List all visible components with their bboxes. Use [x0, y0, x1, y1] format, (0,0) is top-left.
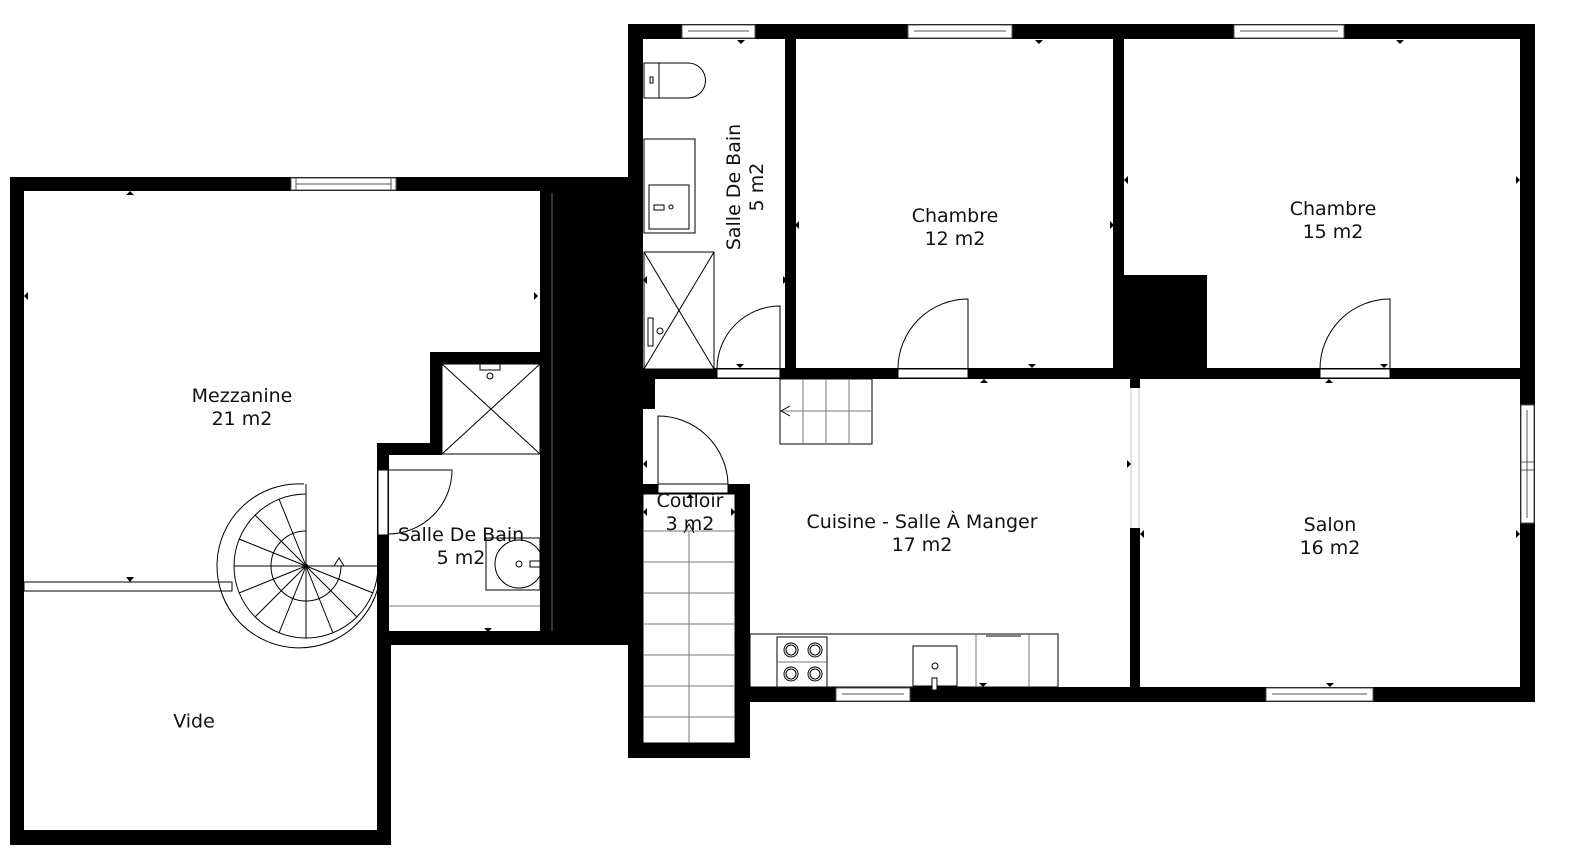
room-label-chambre-2: Chambre 15 m2: [1290, 198, 1377, 244]
room-label-mezzanine: Mezzanine 21 m2: [192, 385, 293, 431]
room-label-couloir: Couloir 3 m2: [657, 490, 724, 536]
main-block: [628, 24, 1535, 758]
room-name: Couloir: [656, 490, 724, 512]
shower-icon: [441, 363, 541, 455]
stairs-icon: [779, 378, 873, 445]
door-swing-icon: [377, 469, 453, 536]
door-swing-icon: [657, 415, 729, 494]
room-label-salon: Salon 16 m2: [1300, 514, 1361, 560]
shower-icon: [643, 251, 715, 370]
window-icon: [290, 177, 397, 191]
room-area: 21 m2: [211, 408, 273, 430]
door-swing-icon: [1319, 298, 1391, 379]
toilet-icon: [643, 62, 706, 99]
room-label-cuisine: Cuisine - Salle À Manger 17 m2: [806, 511, 1037, 557]
room-label-vide: Vide: [173, 711, 215, 734]
mezzanine-block: [10, 177, 631, 845]
stairs-icon: [642, 493, 736, 744]
sink-icon: [485, 537, 544, 591]
room-name: Salon: [1303, 514, 1357, 536]
room-name: Chambre: [911, 205, 999, 227]
spiral-stairs-icon: [216, 483, 382, 649]
room-area: 15 m2: [1302, 221, 1364, 243]
room-label-salle-de-bain-1: Salle De Bain 5 m2: [398, 524, 524, 570]
room-name: Cuisine - Salle À Manger: [806, 511, 1038, 533]
room-label-chambre-1: Chambre 12 m2: [912, 205, 999, 251]
room-area: 3 m2: [665, 513, 715, 535]
room-area: 5 m2: [436, 547, 486, 569]
room-area: 12 m2: [924, 228, 986, 250]
cooktop-icon: [776, 636, 828, 688]
room-area: 5 m2: [746, 162, 768, 212]
room-label-salle-de-bain-2: Salle De Bain 5 m2: [723, 124, 769, 250]
room-area: 16 m2: [1299, 537, 1361, 559]
kitchen-sink-icon: [912, 645, 958, 691]
window-icon: [681, 24, 1535, 702]
door-swing-icon: [716, 305, 781, 379]
sink-icon: [643, 138, 696, 234]
room-name: Salle De Bain: [397, 524, 525, 546]
door-swing-icon: [897, 298, 969, 379]
room-name: Salle De Bain: [723, 123, 745, 251]
room-name: Mezzanine: [191, 385, 293, 407]
room-name: Vide: [173, 710, 215, 733]
room-area: 17 m2: [891, 534, 953, 556]
room-name: Chambre: [1289, 198, 1377, 220]
